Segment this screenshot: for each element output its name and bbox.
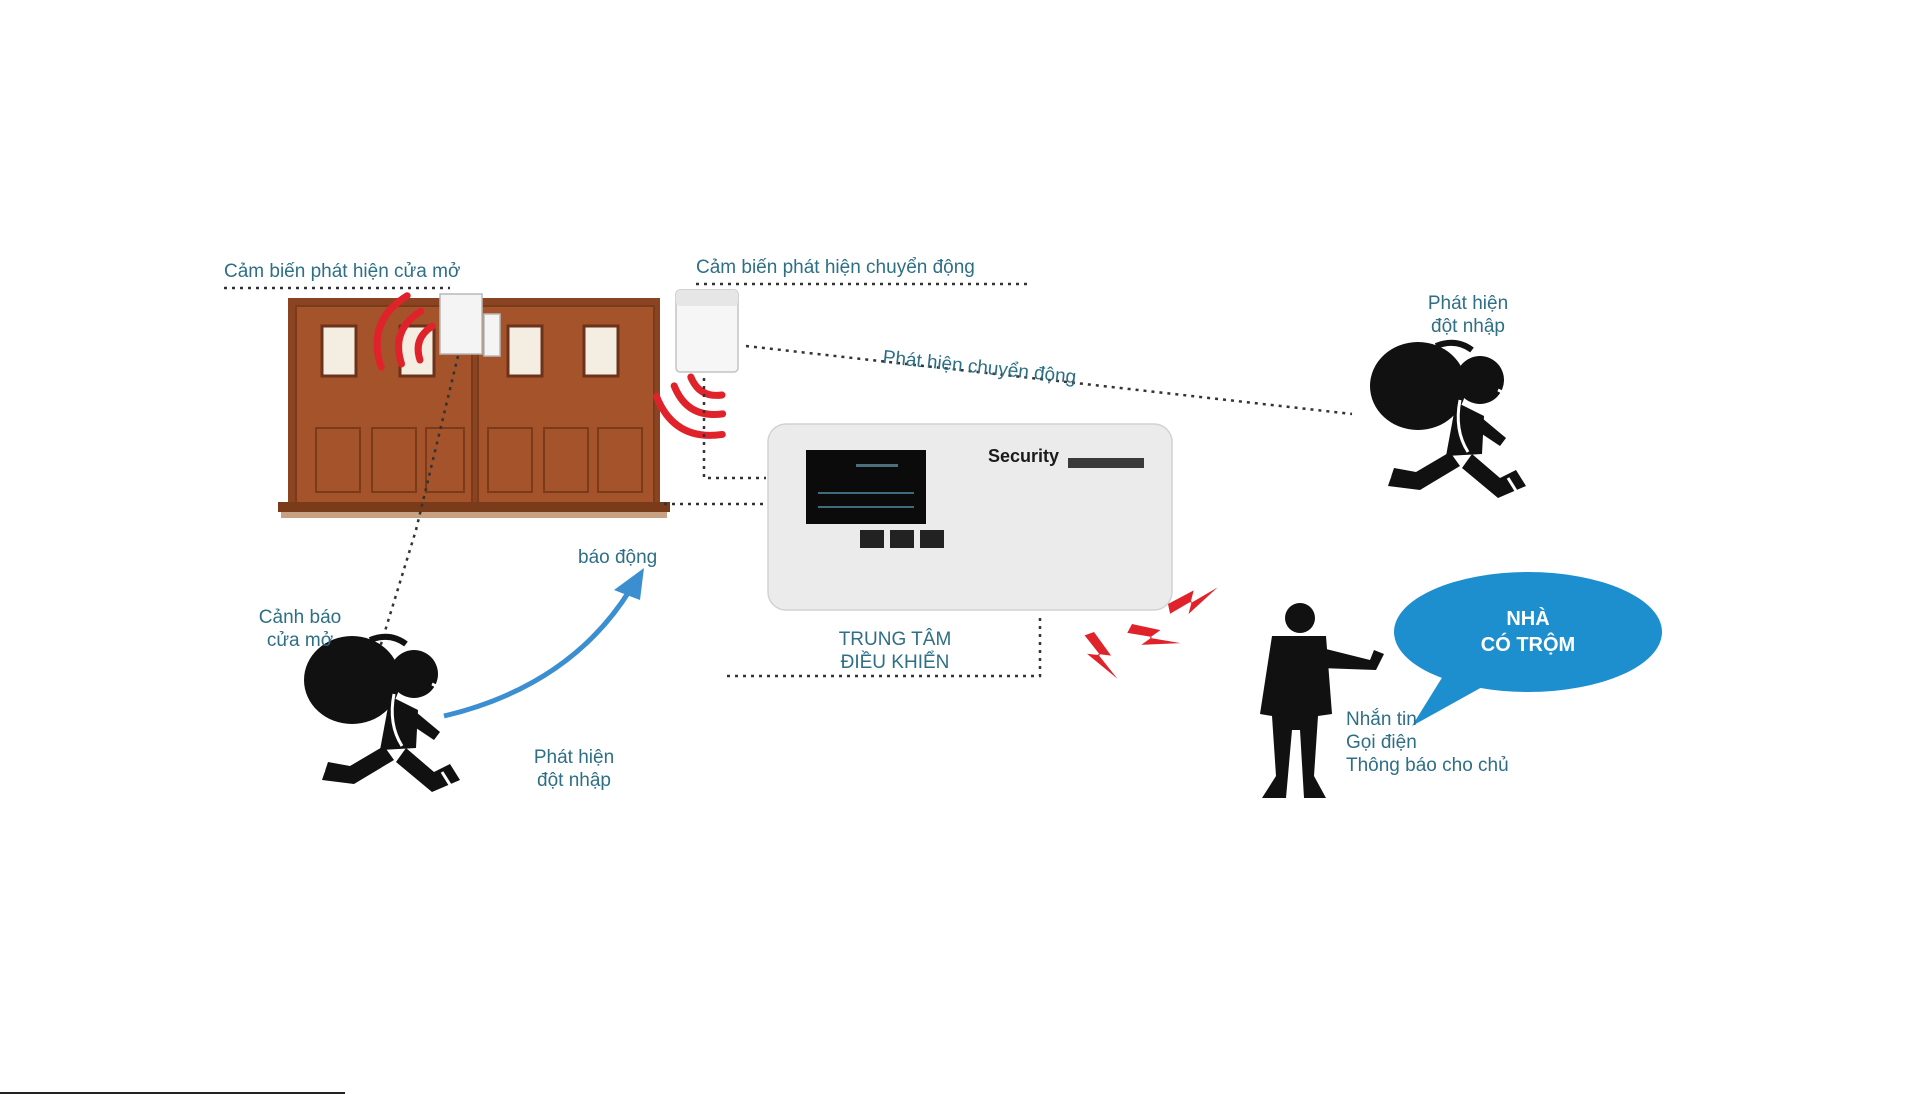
intrusion-top-label: Phát hiện đột nhập: [1388, 292, 1548, 338]
motion-sensor-label: Cảm biến phát hiện chuyển động: [696, 256, 975, 279]
door-alert-line1: Cảnh báo: [238, 606, 362, 629]
intrusion-bottom-line1: Phát hiện: [506, 746, 642, 769]
bubble-line2: CÓ TRỘM: [1438, 632, 1618, 658]
burglar-with-sack-icon: [304, 636, 460, 792]
control-center-line1: TRUNG TÂM: [800, 628, 990, 651]
control-center-line2: ĐIỀU KHIỂN: [800, 651, 990, 674]
control-center-label: TRUNG TÂM ĐIỀU KHIỂN: [800, 628, 990, 674]
notify-owner-label: Nhắn tin Gọi điện Thông báo cho chủ: [1346, 708, 1509, 777]
notify-line3: Thông báo cho chủ: [1346, 754, 1509, 777]
alarm-arrow: [444, 568, 644, 716]
burglar-with-sack-icon: [1370, 342, 1526, 498]
intrusion-top-line2: đột nhập: [1388, 315, 1548, 338]
control-center-panel: [768, 424, 1172, 610]
intrusion-bottom-line2: đột nhập: [506, 769, 642, 792]
intrusion-bottom-label: Phát hiện đột nhập: [506, 746, 642, 792]
motion-sensor-device: [649, 290, 739, 447]
notify-line2: Gọi điện: [1346, 731, 1509, 754]
bubble-text: NHÀ CÓ TRỘM: [1438, 606, 1618, 658]
device-brand-label: Security: [988, 446, 1059, 467]
double-door-illustration: [278, 291, 670, 518]
door-sensor-label: Cảm biến phát hiện cửa mở: [224, 260, 460, 283]
door-alert-line2: cửa mở: [238, 629, 362, 652]
alarm-label: báo động: [578, 546, 657, 569]
bubble-line1: NHÀ: [1438, 606, 1618, 632]
notify-line1: Nhắn tin: [1346, 708, 1509, 731]
intrusion-top-line1: Phát hiện: [1388, 292, 1548, 315]
door-alert-label: Cảnh báo cửa mở: [238, 606, 362, 652]
